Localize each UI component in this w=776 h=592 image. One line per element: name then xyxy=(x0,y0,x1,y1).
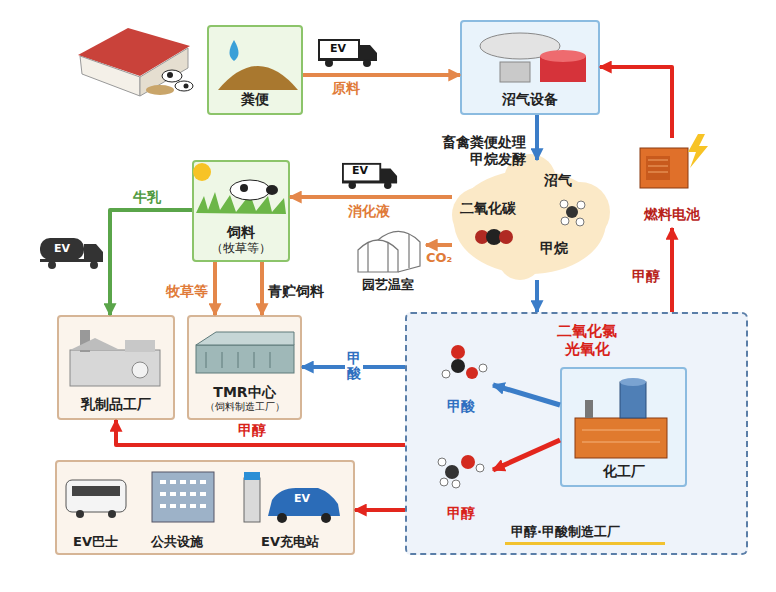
edge-label: 牛乳 xyxy=(133,189,161,206)
edge-label: 消化液 xyxy=(348,203,390,220)
node-text: 粪便 xyxy=(241,91,269,108)
vehicle-mark: EV xyxy=(352,164,368,177)
node-text: TMR中心 xyxy=(213,384,275,401)
flow-arrow xyxy=(535,115,539,160)
node-text: 甲醇·甲酸制造工厂 xyxy=(511,524,620,540)
flow-arrow xyxy=(110,210,192,315)
node-text: 公共设施 xyxy=(151,534,203,550)
edge-label: 甲酸 xyxy=(345,350,363,383)
node-text: （饲料制造工厂） xyxy=(205,401,285,413)
vehicle-mark: EV xyxy=(294,492,310,505)
node-text: 沼气 xyxy=(544,172,572,189)
node-text: 甲酸 xyxy=(447,398,475,415)
node-text: 二氧化氯 光氧化 xyxy=(553,322,621,358)
flow-arrow xyxy=(290,195,452,199)
node-text: 沼气设备 xyxy=(502,91,558,108)
flow-arrow xyxy=(116,420,405,445)
node-text: 二氧化碳 xyxy=(460,200,516,217)
edge-label: 牧草等 xyxy=(166,283,208,300)
vehicle-mark: EV xyxy=(54,242,70,255)
flow-arrow xyxy=(670,228,674,312)
edge-label: CO₂ xyxy=(426,250,452,266)
edge-label: 畜禽粪便处理 甲烷发酵 xyxy=(436,134,526,168)
node-text: 燃料电池 xyxy=(644,206,700,223)
node-text: 化工厂 xyxy=(603,463,645,480)
vehicle-mark: EV xyxy=(330,42,346,55)
node-text: 甲醇 xyxy=(447,505,475,522)
node-text: 甲烷 xyxy=(540,240,568,257)
edge-label: 甲醇 xyxy=(632,268,660,285)
flow-arrow xyxy=(535,280,539,312)
flow-arrow xyxy=(260,262,264,315)
node-text: （牧草等） xyxy=(211,241,271,255)
edge-label: 原料 xyxy=(332,80,360,97)
flow-arrow xyxy=(493,440,560,470)
edge-label: 甲醇 xyxy=(238,422,266,439)
node-text: EV充电站 xyxy=(261,534,319,550)
molecule-node: 甲醇 xyxy=(429,439,493,527)
flow-arrow xyxy=(303,73,460,77)
node-text: 饲料 xyxy=(227,224,255,241)
flow-arrow xyxy=(426,243,452,247)
flow-arrow xyxy=(493,385,560,405)
edge-label: 青贮饲料 xyxy=(268,283,324,300)
node-text: EV巴士 xyxy=(73,534,118,550)
flow-arrow xyxy=(600,67,672,138)
node-text: 乳制品工厂 xyxy=(81,396,151,413)
flow-arrow xyxy=(355,508,405,512)
barn-illustration xyxy=(78,28,193,96)
flow-arrow xyxy=(213,262,217,315)
node-text: 园艺温室 xyxy=(362,277,414,293)
